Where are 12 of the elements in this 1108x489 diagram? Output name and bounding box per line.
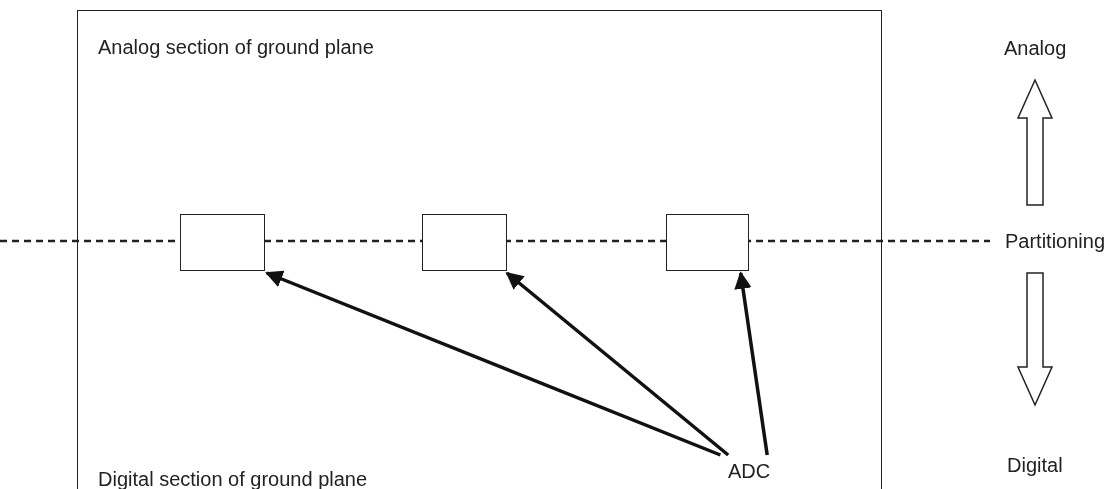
ground-plane-outline	[77, 10, 882, 489]
direction-label: Analog	[1004, 36, 1067, 60]
direction-label: Digital	[1007, 453, 1063, 477]
section-label: Analog section of ground plane	[98, 35, 374, 59]
arrow	[505, 271, 730, 457]
arrow	[265, 270, 722, 457]
arrow	[734, 271, 769, 456]
component-box	[666, 214, 749, 271]
component-label: ADC	[723, 459, 775, 483]
component-box	[180, 214, 265, 271]
component-box	[422, 214, 507, 271]
partition-label: Partitioning	[1005, 229, 1106, 253]
